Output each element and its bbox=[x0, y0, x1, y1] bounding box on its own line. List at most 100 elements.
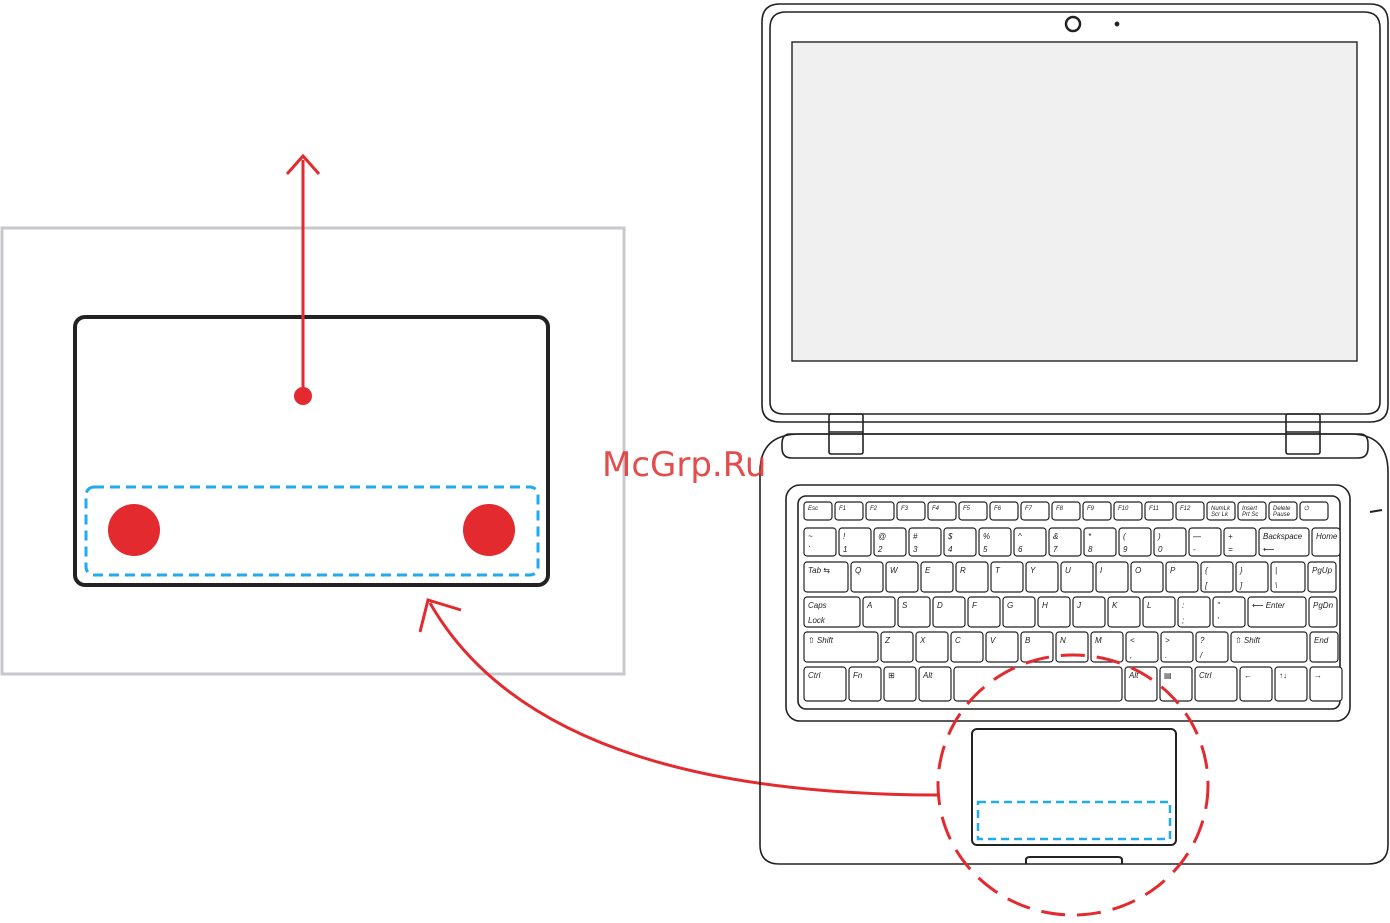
key-3-10: :; bbox=[1177, 596, 1211, 628]
key-1-3: #3 bbox=[908, 527, 942, 557]
key-1-0: ~` bbox=[803, 527, 837, 557]
key-0-11: F11 bbox=[1144, 501, 1174, 521]
svg-text:;: ; bbox=[1182, 616, 1184, 625]
svg-text:Backspace: Backspace bbox=[1263, 532, 1303, 541]
svg-text:): ) bbox=[1157, 532, 1161, 541]
key-3-6: H bbox=[1037, 596, 1071, 628]
key-1-10: )0 bbox=[1153, 527, 1187, 557]
svg-text:—: — bbox=[1192, 532, 1202, 541]
svg-text:I: I bbox=[1100, 566, 1103, 575]
keyboard-deck bbox=[785, 484, 1351, 722]
svg-text:Y: Y bbox=[1030, 566, 1036, 575]
key-1-1: !1 bbox=[838, 527, 872, 557]
svg-text:NumLk: NumLk bbox=[1211, 506, 1231, 512]
svg-text:T: T bbox=[995, 566, 1001, 575]
svg-text:?: ? bbox=[1200, 636, 1205, 645]
svg-text:@: @ bbox=[878, 532, 886, 541]
svg-text:9: 9 bbox=[1123, 545, 1128, 554]
svg-text:3: 3 bbox=[913, 545, 918, 554]
svg-text:6: 6 bbox=[1018, 545, 1023, 554]
svg-text:⟵ Enter: ⟵ Enter bbox=[1252, 601, 1285, 610]
key-3-2: S bbox=[897, 596, 931, 628]
svg-text:[: [ bbox=[1204, 581, 1208, 590]
click-zone-enlarged bbox=[84, 485, 540, 577]
svg-text:Pause: Pause bbox=[1273, 512, 1291, 518]
svg-text:C: C bbox=[955, 636, 961, 645]
key-2-6: Y bbox=[1025, 561, 1059, 593]
svg-text:Prt Sc: Prt Sc bbox=[1242, 512, 1258, 518]
svg-text:L: L bbox=[1147, 601, 1151, 610]
svg-text:Z: Z bbox=[884, 636, 891, 645]
key-2-7: U bbox=[1060, 561, 1094, 593]
svg-text:F9: F9 bbox=[1087, 506, 1095, 512]
key-1-9: (9 bbox=[1118, 527, 1152, 557]
svg-text:.: . bbox=[1165, 651, 1167, 660]
key-1-14: Home bbox=[1311, 527, 1341, 557]
svg-text:F3: F3 bbox=[901, 506, 909, 512]
key-1-4: $4 bbox=[943, 527, 977, 557]
left-click-dot bbox=[108, 504, 160, 556]
svg-text:F6: F6 bbox=[994, 506, 1002, 512]
key-5-8: ← bbox=[1239, 666, 1273, 702]
key-0-5: F5 bbox=[958, 501, 988, 521]
svg-text:G: G bbox=[1007, 601, 1013, 610]
key-4-3: C bbox=[950, 631, 984, 663]
svg-text:J: J bbox=[1076, 601, 1082, 610]
laptop-lid bbox=[761, 3, 1389, 423]
svg-text:~: ~ bbox=[808, 532, 813, 541]
svg-text::: : bbox=[1182, 601, 1184, 610]
svg-text:⇧ Shift: ⇧ Shift bbox=[808, 636, 834, 645]
key-4-0: ⇧ Shift bbox=[803, 631, 879, 663]
laptop-base bbox=[759, 433, 1389, 865]
key-2-4: R bbox=[955, 561, 989, 593]
svg-text:Delete: Delete bbox=[1273, 506, 1291, 512]
key-2-5: T bbox=[990, 561, 1024, 593]
svg-text:&: & bbox=[1053, 532, 1058, 541]
key-5-5: Alt bbox=[1124, 666, 1158, 702]
svg-text:!: ! bbox=[843, 532, 846, 541]
svg-text:/: / bbox=[1199, 651, 1203, 660]
svg-text:8: 8 bbox=[1088, 545, 1093, 554]
key-4-6: N bbox=[1055, 631, 1089, 663]
key-5-1: Fn bbox=[848, 666, 882, 702]
key-1-6: ^6 bbox=[1013, 527, 1047, 557]
key-0-1: F1 bbox=[834, 501, 864, 521]
svg-text:+: + bbox=[1228, 532, 1233, 541]
key-1-8: *8 bbox=[1083, 527, 1117, 557]
key-4-8: <, bbox=[1125, 631, 1159, 663]
svg-text:Alt: Alt bbox=[922, 671, 933, 680]
svg-text:P: P bbox=[1170, 566, 1176, 575]
key-3-11: "' bbox=[1212, 596, 1246, 628]
svg-text:': ' bbox=[1217, 616, 1219, 625]
svg-text:↑↓: ↑↓ bbox=[1279, 671, 1287, 680]
svg-text:7: 7 bbox=[1053, 545, 1058, 554]
key-0-4: F4 bbox=[927, 501, 957, 521]
svg-text:→: → bbox=[1314, 671, 1322, 680]
svg-text:O: O bbox=[1135, 566, 1141, 575]
svg-text:F4: F4 bbox=[932, 506, 940, 512]
svg-text:]: ] bbox=[1239, 581, 1243, 590]
key-3-13: PgDn bbox=[1308, 596, 1338, 628]
key-4-4: V bbox=[985, 631, 1019, 663]
svg-text:|: | bbox=[1275, 566, 1277, 575]
key-3-12: ⟵ Enter bbox=[1247, 596, 1307, 628]
svg-text:4: 4 bbox=[948, 545, 953, 554]
detail-frame bbox=[0, 226, 626, 676]
svg-text:⏻: ⏻ bbox=[1304, 505, 1310, 512]
key-4-7: M bbox=[1090, 631, 1124, 663]
svg-text:⇧ Shift: ⇧ Shift bbox=[1235, 636, 1261, 645]
key-1-11: —- bbox=[1188, 527, 1222, 557]
svg-text:Tab ⇆: Tab ⇆ bbox=[808, 566, 830, 575]
key-2-13: |\ bbox=[1270, 561, 1306, 593]
svg-text:F7: F7 bbox=[1025, 506, 1033, 512]
svg-text:Lock: Lock bbox=[808, 616, 826, 625]
key-4-1: Z bbox=[880, 631, 914, 663]
laptop bbox=[759, 3, 1389, 865]
svg-text:F: F bbox=[972, 601, 978, 610]
key-5-2: ⊞ bbox=[883, 666, 917, 702]
key-5-0: Ctrl bbox=[803, 666, 847, 702]
